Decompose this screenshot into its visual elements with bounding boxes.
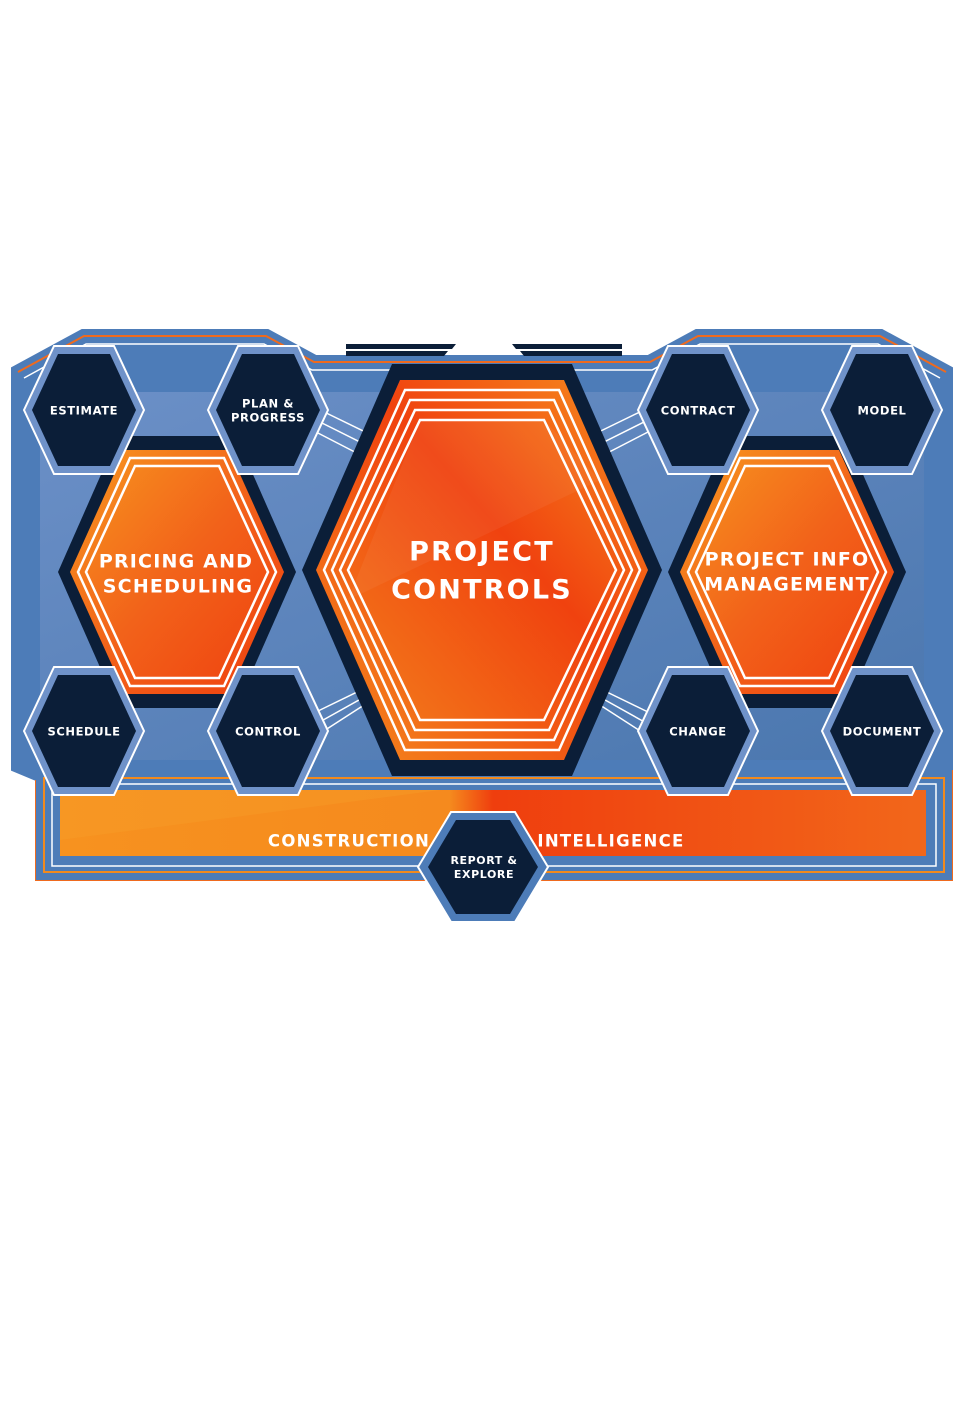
control-hexagon[interactable]: CONTROL bbox=[206, 666, 330, 796]
project-controls-line1: PROJECT bbox=[409, 537, 555, 568]
pricing-scheduling-line1: PRICING AND bbox=[99, 551, 253, 573]
document-hexagon[interactable]: DOCUMENT bbox=[820, 666, 944, 796]
top-decorative-bars bbox=[346, 344, 622, 356]
estimate-label: ESTIMATE bbox=[50, 404, 118, 418]
report-explore-line2: EXPLORE bbox=[454, 868, 514, 881]
plan-progress-line1: PLAN & bbox=[242, 397, 294, 411]
report-explore-line1: REPORT & bbox=[450, 854, 517, 867]
project-info-line1: PROJECT INFO bbox=[705, 549, 870, 571]
construction-label: CONSTRUCTION bbox=[268, 832, 430, 851]
plan-progress-line2: PROGRESS bbox=[231, 411, 305, 425]
model-hexagon[interactable]: MODEL bbox=[820, 345, 944, 475]
contract-hexagon[interactable]: CONTRACT bbox=[636, 345, 760, 475]
project-info-management-hexagon[interactable]: PROJECT INFO MANAGEMENT bbox=[668, 436, 906, 708]
model-label: MODEL bbox=[858, 404, 907, 418]
change-label: CHANGE bbox=[669, 725, 726, 739]
schedule-label: SCHEDULE bbox=[47, 725, 120, 739]
document-label: DOCUMENT bbox=[843, 725, 922, 739]
intelligence-label: INTELLIGENCE bbox=[537, 832, 684, 851]
pricing-scheduling-line2: SCHEDULING bbox=[103, 576, 253, 598]
pricing-scheduling-hexagon[interactable]: PRICING AND SCHEDULING bbox=[58, 436, 296, 708]
project-controls-line2: CONTROLS bbox=[391, 575, 573, 606]
plan-progress-hexagon[interactable]: PLAN & PROGRESS bbox=[206, 345, 330, 475]
project-controls-hexagon[interactable]: PROJECT CONTROLS bbox=[302, 364, 662, 776]
estimate-hexagon[interactable]: ESTIMATE bbox=[22, 345, 146, 475]
project-info-line2: MANAGEMENT bbox=[704, 574, 870, 596]
change-hexagon[interactable]: CHANGE bbox=[636, 666, 760, 796]
schedule-hexagon[interactable]: SCHEDULE bbox=[22, 666, 146, 796]
control-label: CONTROL bbox=[235, 725, 301, 739]
contract-label: CONTRACT bbox=[661, 404, 736, 418]
report-explore-hexagon[interactable]: REPORT & EXPLORE bbox=[416, 811, 550, 923]
